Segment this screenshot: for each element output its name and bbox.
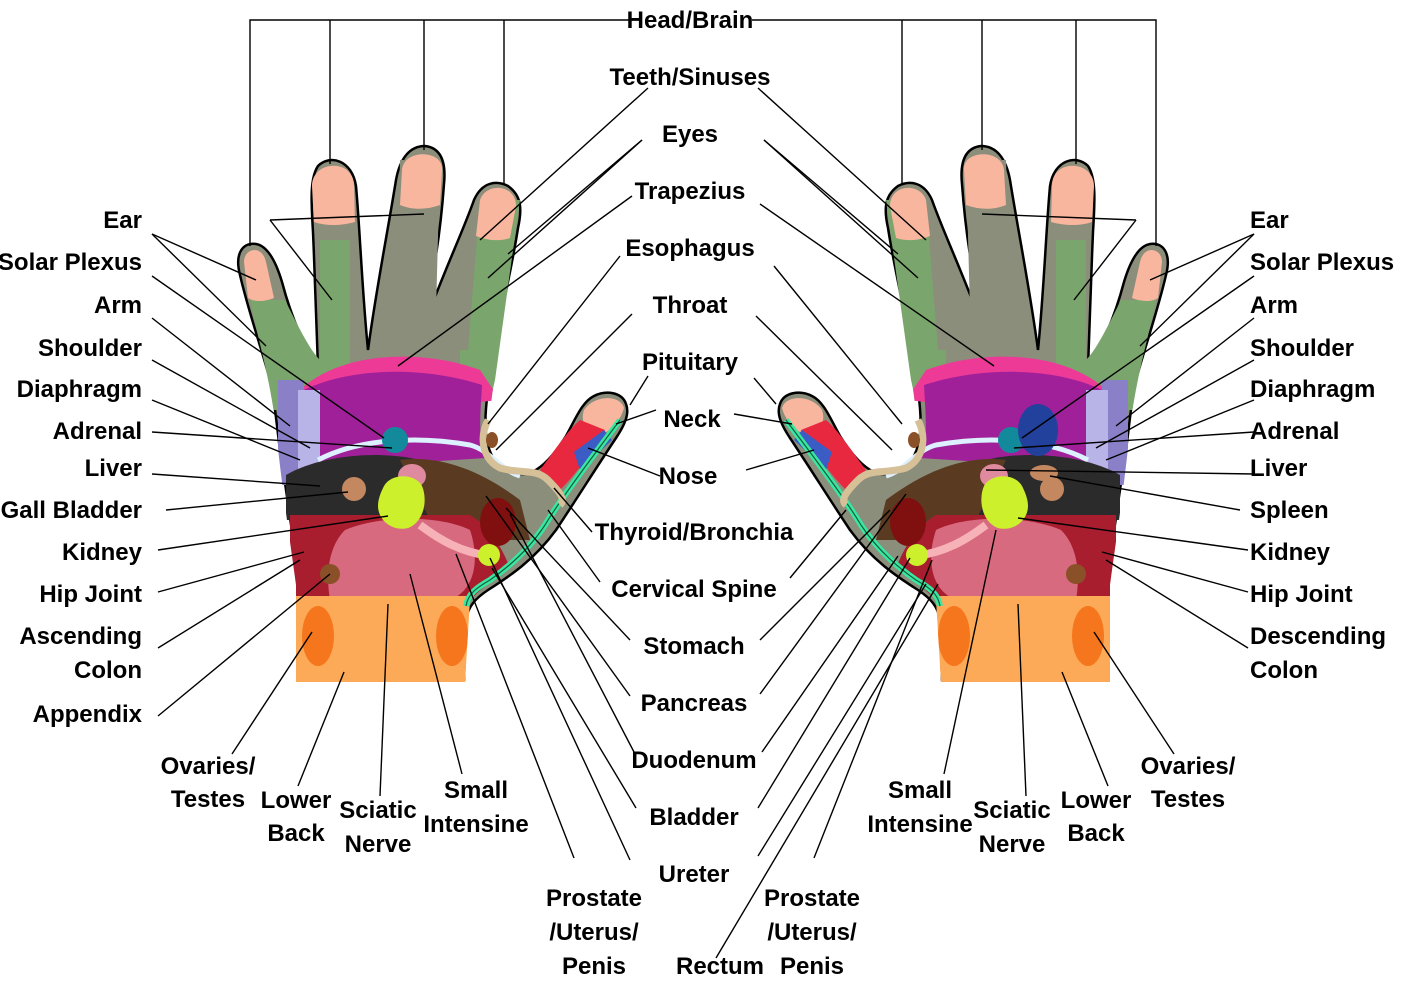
- label-left-shoulder: Shoulder: [38, 335, 142, 362]
- label-left-penis: Penis: [562, 953, 626, 980]
- label-right-lower: Lower: [1061, 787, 1132, 814]
- label-left-sciatic: Sciatic: [339, 797, 416, 824]
- label-right-descending: Descending: [1250, 623, 1386, 650]
- label-bladder: Bladder: [649, 804, 738, 831]
- label-left-ovaries: Ovaries/: [161, 753, 256, 780]
- label-right-ear: Ear: [1250, 207, 1289, 234]
- label-right-penis: Penis: [780, 953, 844, 980]
- label-right-hip-joint: Hip Joint: [1250, 581, 1353, 608]
- label-right-nerve: Nerve: [979, 831, 1046, 858]
- label-throat: Throat: [653, 292, 728, 319]
- label-teeth-sinuses: Teeth/Sinuses: [610, 64, 771, 91]
- label-pituitary: Pituitary: [642, 349, 739, 376]
- label-left-ear: Ear: [103, 207, 142, 234]
- label-left-testes: Testes: [171, 786, 245, 813]
- label-left-uterus: /Uterus/: [549, 919, 639, 946]
- label-nose: Nose: [659, 463, 718, 490]
- label-right-shoulder: Shoulder: [1250, 335, 1354, 362]
- label-neck: Neck: [663, 406, 721, 433]
- spleen-liver-spot: [1030, 465, 1058, 481]
- label-right-arm: Arm: [1250, 292, 1298, 319]
- label-right-testes: Testes: [1151, 786, 1225, 813]
- right-hand: [779, 146, 1176, 686]
- label-left-diaphragm: Diaphragm: [17, 376, 142, 403]
- spleen-spot: [1018, 404, 1058, 456]
- label-left-adrenal: Adrenal: [53, 418, 142, 445]
- center-labels: Head/Brain Teeth/Sinuses Eyes Trapezius …: [595, 7, 794, 980]
- left-hand: [230, 146, 627, 686]
- label-trapezius: Trapezius: [635, 178, 746, 205]
- label-right-adrenal: Adrenal: [1250, 418, 1339, 445]
- label-right-uterus: /Uterus/: [767, 919, 857, 946]
- label-right-kidney: Kidney: [1250, 539, 1331, 566]
- label-thyroid-bronchia: Thyroid/Bronchia: [595, 519, 794, 546]
- label-duodenum: Duodenum: [631, 747, 756, 774]
- label-left-arm: Arm: [94, 292, 142, 319]
- label-left-small: Small: [444, 777, 508, 804]
- label-right-solar-plexus: Solar Plexus: [1250, 249, 1394, 276]
- label-stomach: Stomach: [643, 633, 744, 660]
- label-left-ascending: Ascending: [19, 623, 142, 650]
- label-left-lower: Lower: [261, 787, 332, 814]
- label-right-prostate: Prostate: [764, 885, 860, 912]
- label-rectum: Rectum: [676, 953, 764, 980]
- label-left-intensine: Intensine: [423, 811, 528, 838]
- label-left-appendix: Appendix: [33, 701, 143, 728]
- label-right-liver: Liver: [1250, 455, 1307, 482]
- label-head-brain: Head/Brain: [627, 7, 754, 34]
- label-right-diaphragm: Diaphragm: [1250, 376, 1375, 403]
- label-eyes: Eyes: [662, 121, 718, 148]
- label-right-small: Small: [888, 777, 952, 804]
- label-cervical-spine: Cervical Spine: [611, 576, 776, 603]
- label-esophagus: Esophagus: [625, 235, 754, 262]
- label-left-gall-bladder: Gall Bladder: [1, 497, 142, 524]
- label-left-colon: Colon: [74, 657, 142, 684]
- label-right-spleen: Spleen: [1250, 497, 1329, 524]
- label-right-intensine: Intensine: [867, 811, 972, 838]
- label-left-kidney: Kidney: [62, 539, 143, 566]
- label-pancreas: Pancreas: [641, 690, 748, 717]
- label-left-nerve: Nerve: [345, 831, 412, 858]
- label-ureter: Ureter: [659, 861, 730, 888]
- label-left-back: Back: [267, 820, 325, 847]
- label-left-solar-plexus: Solar Plexus: [0, 249, 142, 276]
- label-left-prostate: Prostate: [546, 885, 642, 912]
- label-right-colon: Colon: [1250, 657, 1318, 684]
- label-left-hip-joint: Hip Joint: [39, 581, 142, 608]
- label-right-back: Back: [1067, 820, 1125, 847]
- label-right-ovaries: Ovaries/: [1141, 753, 1236, 780]
- label-left-liver: Liver: [85, 455, 142, 482]
- label-right-sciatic: Sciatic: [973, 797, 1050, 824]
